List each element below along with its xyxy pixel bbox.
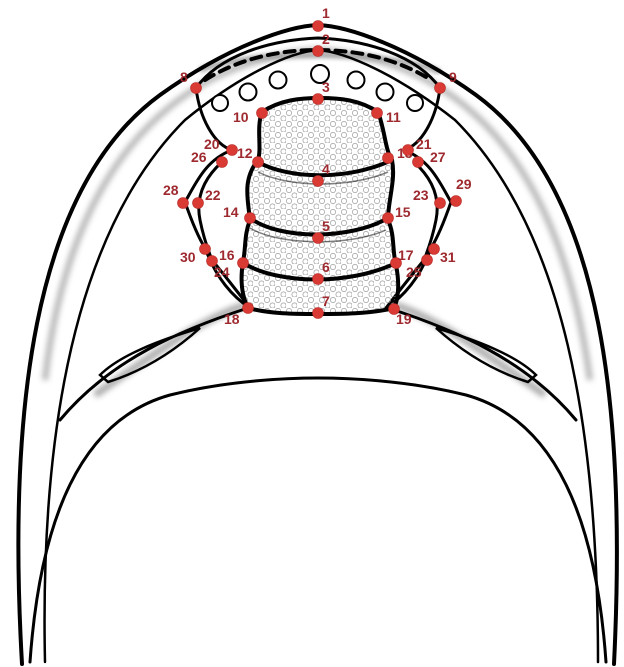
landmark-label-8: 8 (180, 69, 188, 85)
landmark-point-2 (313, 46, 324, 57)
landmark-label-14: 14 (223, 204, 239, 220)
landmark-point-1 (313, 21, 324, 32)
body-outline-right (318, 378, 606, 662)
landmark-label-16: 16 (219, 247, 235, 263)
landmark-label-4: 4 (322, 161, 330, 177)
landmark-point-29 (451, 196, 462, 207)
landmark-point-20 (227, 145, 238, 156)
landmark-label-22: 22 (205, 187, 221, 203)
landmark-label-30: 30 (180, 249, 196, 265)
landmark-point-12 (253, 157, 264, 168)
landmark-point-21 (403, 145, 414, 156)
landmark-label-5: 5 (322, 218, 330, 234)
landmark-point-10 (257, 108, 268, 119)
landmark-label-18: 18 (224, 311, 240, 327)
doublure-right (388, 308, 576, 420)
landmark-point-4 (313, 176, 324, 187)
landmark-point-5 (313, 233, 324, 244)
body-outline-left (30, 378, 318, 662)
landmark-point-25 (422, 255, 433, 266)
landmark-point-3 (313, 94, 324, 105)
landmark-point-13 (383, 153, 394, 164)
landmark-label-27: 27 (430, 149, 446, 165)
landmark-label-26: 26 (191, 149, 207, 165)
landmark-label-7: 7 (322, 293, 330, 309)
landmark-point-11 (372, 108, 383, 119)
landmark-label-11: 11 (386, 109, 401, 125)
landmark-point-23 (435, 198, 446, 209)
landmark-label-24: 24 (214, 264, 230, 280)
landmark-label-9: 9 (449, 69, 457, 85)
landmark-point-30 (200, 244, 211, 255)
landmark-label-15: 15 (395, 204, 411, 220)
landmark-label-2: 2 (322, 31, 330, 47)
landmark-label-29: 29 (456, 176, 472, 192)
landmark-point-6 (313, 274, 324, 285)
landmark-label-1: 1 (322, 5, 330, 21)
landmark-point-14 (245, 213, 256, 224)
landmark-point-26 (217, 157, 228, 168)
landmark-label-17: 17 (398, 247, 414, 263)
landmark-label-10: 10 (233, 109, 249, 125)
landmark-label-28: 28 (163, 182, 179, 198)
landmark-point-15 (383, 213, 394, 224)
landmark-label-3: 3 (322, 79, 330, 95)
landmark-point-8 (191, 83, 202, 94)
landmark-point-9 (435, 83, 446, 94)
landmark-point-27 (413, 157, 424, 168)
landmark-point-22 (193, 198, 204, 209)
landmark-label-12: 12 (237, 145, 253, 161)
doublure-left (60, 308, 248, 420)
landmark-label-23: 23 (413, 187, 429, 203)
landmark-point-7 (313, 308, 324, 319)
landmark-point-18 (243, 303, 254, 314)
landmark-point-28 (178, 198, 189, 209)
landmark-label-25: 25 (406, 264, 422, 280)
landmark-label-6: 6 (322, 259, 330, 275)
landmark-label-19: 19 (396, 311, 412, 327)
landmark-point-16 (238, 258, 249, 269)
landmark-label-31: 31 (440, 249, 456, 265)
landmark-point-31 (429, 244, 440, 255)
